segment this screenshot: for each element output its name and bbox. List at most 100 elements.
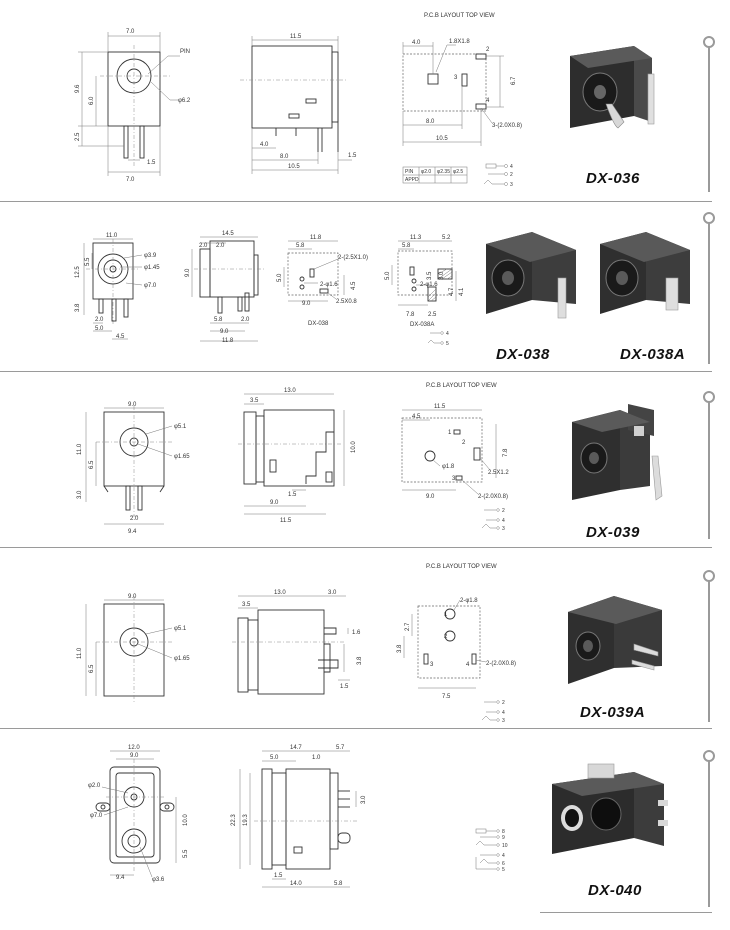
svg-text:9.6: 9.6: [75, 84, 81, 93]
svg-text:φ2.5: φ2.5: [453, 169, 463, 175]
section-divider: [0, 547, 712, 548]
svg-text:4: 4: [502, 518, 505, 524]
svg-text:5.0: 5.0: [95, 326, 104, 332]
svg-text:φ3.6: φ3.6: [152, 877, 165, 883]
svg-text:φ2.0: φ2.0: [88, 783, 101, 789]
svg-text:5.0: 5.0: [385, 271, 391, 280]
svg-text:19.3: 19.3: [243, 814, 249, 826]
svg-text:4: 4: [486, 98, 490, 104]
svg-text:5.5: 5.5: [85, 257, 91, 266]
svg-text:13.0: 13.0: [284, 388, 296, 394]
svg-text:2.5: 2.5: [75, 132, 81, 141]
svg-text:9.4: 9.4: [116, 875, 125, 881]
svg-text:5.8: 5.8: [296, 243, 305, 249]
svg-text:φ2.0: φ2.0: [421, 169, 431, 175]
dx039a-pcb-layout: 2-φ1.8 2.7 3.8 2-(2.0X0.8) 7.5 1 2 3 4: [397, 598, 516, 700]
svg-text:10.5: 10.5: [436, 136, 448, 142]
svg-text:3-(2.0X0.8): 3-(2.0X0.8): [492, 123, 522, 129]
svg-text:5.0: 5.0: [270, 755, 279, 761]
svg-text:3.0: 3.0: [361, 795, 367, 804]
dx038a-pcb-layout: 11.3 5.2 5.8 5.0 2-φ1.6 7.8 3.5 3.0 4.7 …: [385, 235, 465, 328]
svg-text:2-φ1.6: 2-φ1.6: [320, 282, 338, 288]
svg-text:11.0: 11.0: [77, 647, 83, 659]
svg-text:2: 2: [444, 634, 448, 640]
dx040-model-label: DX-040: [588, 882, 642, 899]
svg-text:9.0: 9.0: [270, 500, 279, 506]
dx036-pcb-layout: 4.0 1.8X1.8 6.7 8.0 10.5 3-(2.0X0.8) 2 3…: [402, 39, 522, 146]
svg-text:4.0: 4.0: [412, 40, 421, 46]
svg-text:22.3: 22.3: [231, 814, 237, 826]
svg-text:1.5: 1.5: [147, 160, 156, 166]
svg-text:1.6: 1.6: [352, 630, 361, 636]
svg-text:3: 3: [430, 662, 434, 668]
svg-text:DX-038A: DX-038A: [410, 322, 434, 328]
dx040-schematic: 8 9 10 4 6 5: [475, 828, 508, 873]
svg-text:12.0: 12.0: [128, 745, 140, 751]
svg-text:3.8: 3.8: [75, 303, 81, 312]
svg-text:12.5: 12.5: [75, 266, 81, 278]
svg-text:PIN: PIN: [180, 49, 190, 55]
pcb-layout-header: P.C.B LAYOUT TOP VIEW: [426, 564, 497, 570]
rail: [708, 399, 710, 539]
svg-text:φ5.1: φ5.1: [174, 424, 187, 430]
svg-text:4.0: 4.0: [260, 142, 269, 148]
svg-text:1.0: 1.0: [312, 755, 321, 761]
svg-text:11.8: 11.8: [222, 338, 234, 344]
svg-text:11.0: 11.0: [106, 233, 118, 239]
svg-text:φ6.2: φ6.2: [178, 98, 191, 104]
rail: [708, 218, 710, 364]
svg-text:2: 2: [502, 700, 505, 706]
svg-text:9.0: 9.0: [128, 402, 137, 408]
svg-text:φ7.0: φ7.0: [144, 283, 157, 289]
svg-text:9.0: 9.0: [128, 594, 137, 600]
svg-text:4.5: 4.5: [351, 281, 357, 290]
svg-text:2.0: 2.0: [130, 516, 139, 522]
dx036-schematic: 4 2 3: [483, 163, 513, 188]
svg-text:9: 9: [502, 835, 505, 841]
rail-hook-icon: [703, 391, 715, 403]
svg-text:6.7: 6.7: [511, 76, 517, 85]
svg-text:φ3.9: φ3.9: [144, 253, 157, 259]
svg-text:4.7: 4.7: [449, 287, 455, 296]
section-divider: [540, 912, 712, 913]
svg-text:φ1.45: φ1.45: [144, 265, 160, 271]
dx039a-product-photo: [568, 596, 662, 684]
svg-text:1.5: 1.5: [288, 492, 297, 498]
svg-text:φ2.35: φ2.35: [437, 169, 450, 175]
dx038-model-label: DX-038: [496, 346, 550, 363]
svg-text:7.0: 7.0: [126, 29, 135, 35]
svg-text:φ1.65: φ1.65: [174, 454, 190, 460]
pcb-layout-header: P.C.B LAYOUT TOP VIEW: [426, 383, 497, 389]
svg-text:2: 2: [502, 508, 505, 514]
svg-text:3: 3: [454, 75, 458, 81]
svg-text:4: 4: [510, 164, 513, 170]
dx039a-side-view: 13.0 3.5 3.0 1.6 3.8 1.5: [232, 590, 363, 695]
dx036-model-label: DX-036: [586, 170, 640, 187]
svg-text:6.5: 6.5: [89, 664, 95, 673]
svg-text:9.4: 9.4: [128, 529, 137, 535]
svg-text:3.0: 3.0: [328, 590, 337, 596]
svg-text:2.5: 2.5: [428, 312, 437, 318]
dx038-front-view: 11.0 φ3.9 φ1.45 φ7.0 12.5 5.5 3.8 2.0 5.…: [75, 233, 160, 340]
svg-text:10.0: 10.0: [351, 441, 357, 453]
dx039a-drawings: 9.0 11.0 6.5 φ5.1 φ1.65 13.0 3.5 3.0 1.6…: [77, 590, 516, 724]
dx036-pin-table: PIN APPD φ2.0 φ2.35 φ2.5: [402, 166, 468, 184]
dx039-model-label: DX-039: [586, 524, 640, 541]
svg-text:2: 2: [510, 172, 513, 178]
svg-text:2-φ1.6: 2-φ1.6: [420, 282, 438, 288]
svg-text:5.8: 5.8: [214, 317, 223, 323]
svg-text:6.0: 6.0: [89, 96, 95, 105]
svg-text:APPD: APPD: [405, 177, 419, 183]
svg-text:3.5: 3.5: [250, 398, 259, 404]
dx039a-front-view: 9.0 11.0 6.5 φ5.1 φ1.65: [77, 594, 190, 704]
svg-text:2.0: 2.0: [95, 317, 104, 323]
dx039a-model-label: DX-039A: [580, 704, 646, 721]
svg-text:φ7.0: φ7.0: [90, 813, 103, 819]
svg-text:8.0: 8.0: [280, 154, 289, 160]
dx039-side-view: 13.0 3.5 10.0 1.5 9.0 11.5: [238, 388, 357, 524]
section-divider: [0, 201, 712, 202]
rail-hook-icon: [703, 750, 715, 762]
dx039a-schematic: 2 4 3: [481, 700, 505, 724]
svg-text:13.0: 13.0: [274, 590, 286, 596]
dx039-front-view: 9.0 11.0 6.5 3.0 2.0 9.4 φ5.1 φ1.65: [77, 402, 190, 535]
